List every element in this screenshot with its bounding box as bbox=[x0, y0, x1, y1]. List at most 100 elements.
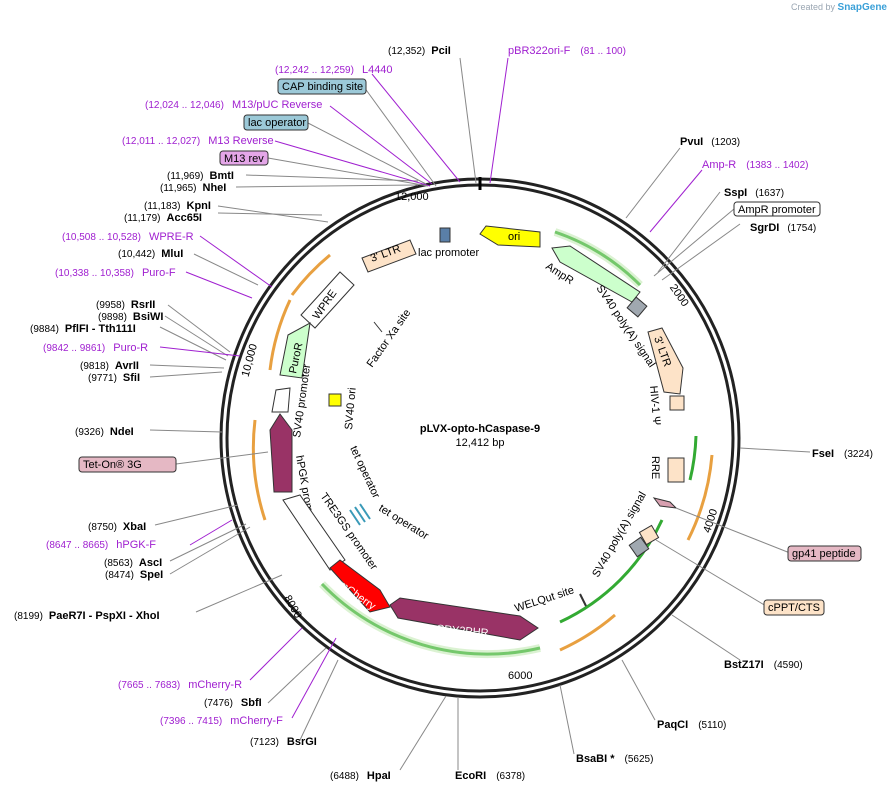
site-bsabi: BsaBI *(5625) bbox=[576, 753, 653, 765]
label-hiv1-psi: HIV-1 Ψ bbox=[647, 385, 662, 426]
site-fsei: FseI(3224) bbox=[812, 448, 873, 460]
arc-orange-left2 bbox=[268, 299, 292, 371]
arc-orange-left1 bbox=[251, 419, 267, 521]
site-pcii: (12,352)PciI bbox=[388, 45, 451, 57]
feature-hiv1-psi bbox=[669, 395, 685, 411]
site-labels: (12,352)PciI PvuI(1203) SspI(1637) SgrDI… bbox=[14, 45, 873, 782]
box-leaders bbox=[175, 86, 791, 607]
site-hpai: (6488)HpaI bbox=[330, 770, 391, 782]
label-cap-binding: CAP binding site bbox=[282, 81, 363, 93]
primer-wpre-r: (10,508 .. 10,528)WPRE-R bbox=[62, 231, 194, 243]
site-asci: (8563)AscI bbox=[104, 557, 162, 569]
primer-hpgk-f: (8647 .. 8665)hPGK-F bbox=[46, 539, 156, 551]
factor-xa-mark bbox=[373, 321, 383, 333]
plasmid-size: 12,412 bp bbox=[456, 437, 505, 449]
label-tet-operator-1: tet operator bbox=[347, 444, 382, 500]
site-kpni: (11,183)KpnI bbox=[144, 200, 211, 212]
feature-gp41 bbox=[652, 497, 678, 509]
site-nhei: (11,965)NheI bbox=[160, 182, 226, 194]
tet-operator-marks bbox=[349, 503, 371, 526]
label-sv40-polya-2: SV40 poly(A) signal bbox=[590, 490, 649, 580]
primer-pbr322ori-f: pBR322ori-F(81 .. 100) bbox=[508, 45, 626, 57]
site-xbai: (8750)XbaI bbox=[88, 521, 146, 533]
label-factor-xa: Factor Xa site bbox=[365, 307, 414, 369]
primer-mcherry-f: (7396 .. 7415)mCherry-F bbox=[160, 715, 283, 727]
box-cppt bbox=[763, 599, 825, 616]
label-tet-on: Tet-On® 3G bbox=[83, 459, 142, 471]
primer-puro-r: (9842 .. 9861)Puro-R bbox=[43, 342, 148, 354]
tick-6000: 6000 bbox=[508, 670, 532, 682]
arc-orange-left3 bbox=[290, 253, 331, 296]
label-cppt: cPPT/CTS bbox=[768, 602, 820, 614]
box-m13-rev bbox=[219, 150, 269, 166]
feature-sv40-polya-2 bbox=[628, 536, 650, 558]
label-ampr-promoter: AmpR promoter bbox=[738, 204, 816, 216]
credit-brand: SnapGene bbox=[837, 2, 887, 13]
label-gp41: gp41 peptide bbox=[792, 548, 856, 560]
welqut-mark bbox=[579, 593, 587, 607]
feature-3ltr-right bbox=[647, 327, 684, 395]
tick-12000: 12,000 bbox=[395, 191, 429, 203]
box-cap-binding bbox=[277, 78, 367, 95]
site-paqci: PaqCI(5110) bbox=[657, 719, 726, 731]
box-lac-operator bbox=[243, 114, 309, 131]
site-mlui: (10,442)MluI bbox=[118, 248, 183, 260]
label-lac-operator: lac operator bbox=[248, 117, 306, 129]
site-ndei: (9326)NdeI bbox=[75, 426, 134, 438]
box-tet-on bbox=[78, 456, 177, 473]
site-bsiwi: (9898)BsiWI bbox=[98, 311, 163, 323]
feature-lac-promoter-box bbox=[439, 227, 451, 243]
site-xhoi: (8199)PaeR7I - PspXI - XhoI bbox=[14, 610, 160, 622]
site-sbfi: (7476)SbfI bbox=[204, 697, 262, 709]
feature-mcherry bbox=[329, 559, 391, 613]
label-cry2phr: CRY2PHR bbox=[436, 623, 489, 640]
feature-cry2phr bbox=[389, 597, 539, 641]
feature-sv40-promoter bbox=[271, 387, 291, 413]
label-welqut: WELQut site bbox=[513, 584, 575, 614]
feature-ori bbox=[479, 225, 541, 248]
primer-l4440: (12,242 .. 12,259)L4440 bbox=[275, 64, 393, 76]
primer-leaders bbox=[159, 57, 703, 719]
site-sspi: SspI(1637) bbox=[724, 187, 784, 199]
plasmid-name: pLVX-opto-hCaspase-9 bbox=[420, 423, 540, 435]
arc-green-left-halo bbox=[319, 581, 541, 659]
site-bstz17i: BstZ17I(4590) bbox=[724, 659, 803, 671]
primer-puro-f: (10,338 .. 10,358)Puro-F bbox=[55, 267, 176, 279]
label-lac-promoter: lac promoter bbox=[418, 247, 479, 259]
site-acc65i: (11,179)Acc65I bbox=[124, 212, 202, 224]
site-bsrgi: (7123)BsrGI bbox=[250, 736, 317, 748]
site-pvui: PvuI(1203) bbox=[680, 136, 740, 148]
feature-cppt bbox=[638, 524, 660, 546]
arc-green-right bbox=[688, 435, 698, 481]
feature-tre3gs bbox=[282, 494, 346, 571]
label-m13-rev: M13 rev bbox=[224, 153, 264, 165]
label-sv40-ori: SV40 ori bbox=[343, 387, 359, 430]
box-ampr-promoter bbox=[733, 201, 821, 217]
primer-m13-reverse: (12,011 .. 12,027)M13 Reverse bbox=[122, 135, 274, 147]
tick-2000: 2000 bbox=[667, 282, 691, 309]
feature-sv40-polya-1 bbox=[626, 296, 648, 318]
site-bmti: (11,969)BmtI bbox=[167, 170, 234, 182]
primer-amp-r: Amp-R(1383 .. 1402) bbox=[702, 159, 809, 171]
box-gp41 bbox=[787, 545, 862, 562]
feature-puror bbox=[279, 322, 311, 379]
snapgene-credit: Created by SnapGene bbox=[791, 2, 887, 13]
primer-mcherry-r: (7665 .. 7683)mCherry-R bbox=[118, 679, 242, 691]
arc-orange-bottom bbox=[559, 613, 616, 652]
feature-hpgk-promoter bbox=[269, 413, 293, 493]
primer-labels: pBR322ori-F(81 .. 100) Amp-R(1383 .. 140… bbox=[43, 45, 809, 727]
site-rsrii: (9958)RsrII bbox=[96, 299, 155, 311]
site-leaders bbox=[149, 57, 811, 771]
site-ecori: EcoRI(6378) bbox=[455, 770, 525, 782]
site-sfii: (9771)SfiI bbox=[88, 372, 140, 384]
label-tet-operator-2: tet operator bbox=[376, 502, 430, 542]
label-ori: ori bbox=[508, 231, 520, 243]
site-spei: (8474)SpeI bbox=[105, 569, 163, 581]
feature-rre bbox=[667, 457, 685, 483]
arc-ampr-halo bbox=[553, 228, 643, 288]
primer-m13puc-reverse: (12,024 .. 12,046)M13/pUC Reverse bbox=[145, 99, 322, 111]
credit-prefix: Created by bbox=[790, 2, 836, 12]
site-sgrdi: SgrDI(1754) bbox=[750, 222, 816, 234]
arc-orange-right bbox=[686, 454, 714, 541]
